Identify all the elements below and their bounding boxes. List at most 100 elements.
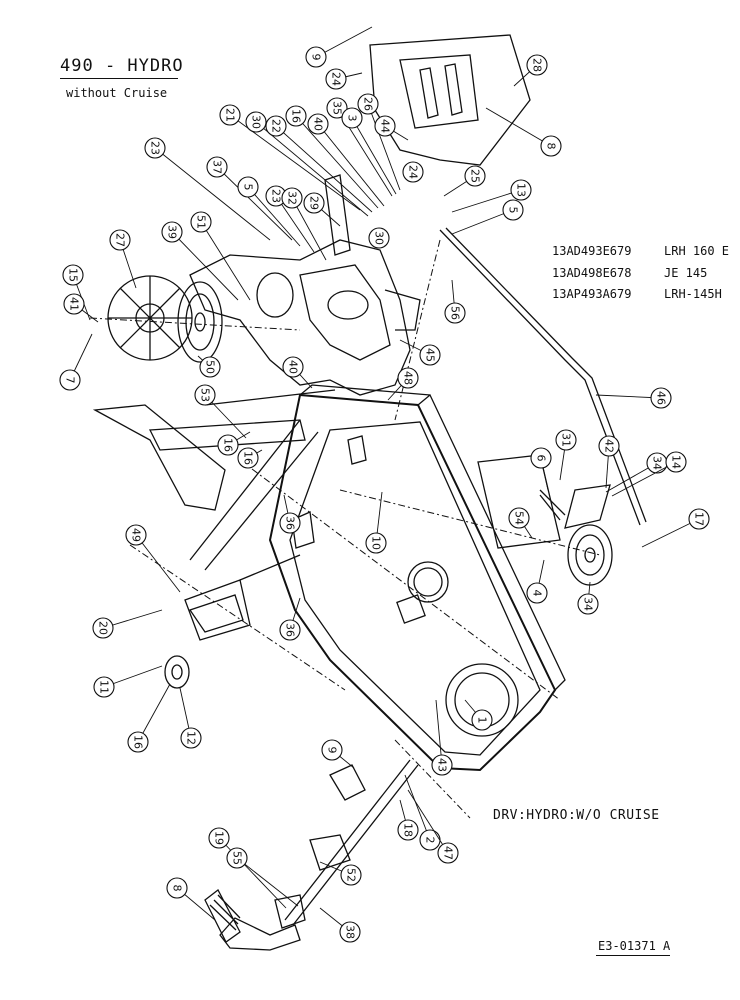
callout-number: 37: [211, 160, 224, 174]
part-callout-17: 17: [641, 508, 710, 548]
drive-pulley: [177, 281, 223, 363]
callout-number: 3: [346, 115, 359, 122]
callout-number: 27: [114, 233, 127, 247]
part-callout-24: 24: [325, 68, 363, 90]
callout-bubble: [199, 356, 221, 378]
part-callout-12: 12: [179, 687, 202, 749]
callout-number: 52: [345, 868, 358, 882]
drawing-number-underline: [596, 955, 670, 956]
callout-number: 25: [469, 169, 482, 183]
callout-number: 24: [407, 165, 420, 179]
callout-number: 31: [560, 433, 573, 447]
part-callout-42: 42: [598, 435, 620, 489]
callout-number: 24: [330, 72, 343, 86]
hydro-transmission: [189, 174, 421, 396]
callout-bubble: [688, 508, 710, 530]
front-frame-rail: [92, 389, 336, 571]
part-callout-3: 3: [341, 107, 397, 195]
callout-number: 16: [242, 451, 255, 465]
part-callout-46: 46: [595, 387, 672, 409]
callout-leader-line: [641, 518, 700, 548]
callout-bubble: [190, 211, 212, 233]
part-callout-11: 11: [93, 665, 163, 698]
callout-number: 6: [535, 455, 548, 462]
drawing-number: E3-01371 A: [598, 939, 671, 953]
callout-bubble: [339, 921, 361, 943]
callout-leader-line: [200, 221, 251, 301]
part-callout-8: 8: [485, 107, 562, 157]
callout-number: 2: [424, 837, 437, 844]
part-callout-27: 27: [109, 229, 137, 289]
callout-bubble: [665, 451, 687, 473]
diagram-title: 490 - HYDRO: [60, 56, 184, 76]
callout-leader-line: [451, 209, 514, 235]
part-callout-2: 2: [404, 774, 441, 851]
diagram-caption: DRV:HYDRO:W/O CRUISE: [493, 808, 660, 823]
callout-leader-line: [137, 683, 171, 743]
part-callout-24: 24: [402, 161, 424, 183]
callout-bubble: [194, 384, 216, 406]
callout-bubble: [237, 176, 259, 198]
callout-bubble: [307, 113, 329, 135]
part-callout-13: 13: [451, 179, 532, 213]
callout-bubble: [237, 447, 259, 469]
callout-bubble: [279, 619, 301, 641]
callout-bubble: [59, 369, 81, 391]
callout-bubble: [321, 739, 343, 761]
callout-bubble: [127, 731, 149, 753]
callout-number: 22: [270, 119, 283, 133]
part-callout-20: 20: [92, 609, 163, 639]
callout-number: 47: [442, 846, 455, 860]
callout-bubble: [365, 532, 387, 554]
part-callout-5: 5: [451, 199, 524, 235]
callout-number: 9: [326, 747, 339, 754]
callout-number: 50: [204, 360, 217, 374]
part-callout-38: 38: [319, 907, 361, 943]
callout-number: 32: [286, 191, 299, 205]
callout-leader-line: [275, 125, 373, 213]
part-callout-49: 49: [125, 524, 181, 593]
cooling-fan: [107, 275, 193, 361]
part-callout-48: 48: [387, 367, 419, 401]
callout-number: 51: [195, 215, 208, 229]
callout-number: 34: [582, 597, 595, 611]
callout-bubble: [419, 344, 441, 366]
part-callout-26: 26: [357, 93, 401, 191]
callout-number: 48: [402, 371, 415, 385]
callout-number: 19: [213, 831, 226, 845]
callout-leader-line: [154, 147, 271, 241]
callout-bubble: [340, 864, 362, 886]
callout-number: 7: [64, 377, 77, 384]
callout-number: 43: [436, 758, 449, 772]
callout-number: 30: [373, 231, 386, 245]
callout-bubble: [437, 842, 459, 864]
part-callout-25: 25: [443, 165, 486, 197]
part-callout-40: 40: [307, 113, 385, 207]
callout-leader-line: [135, 534, 181, 593]
part-callout-54: 54: [508, 507, 533, 539]
callout-bubble: [281, 187, 303, 209]
part-callout-36: 36: [279, 597, 301, 641]
callout-number: 12: [185, 731, 198, 745]
part-callout-14: 14: [611, 451, 687, 497]
callout-leader-line: [317, 123, 385, 207]
callout-number: 10: [370, 536, 383, 550]
part-callout-32: 32: [281, 187, 327, 261]
callout-bubble: [217, 434, 239, 456]
callout-bubble: [282, 356, 304, 378]
callout-number: 45: [424, 348, 437, 362]
callout-leader-line: [611, 461, 677, 497]
model-name: JE 145: [664, 266, 708, 280]
callout-leader-line: [451, 189, 522, 213]
callout-number: 20: [97, 621, 110, 635]
callout-number: 56: [449, 306, 462, 320]
callout-bubble: [325, 68, 347, 90]
callout-number: 4: [531, 590, 544, 597]
part-callout-47: 47: [407, 789, 459, 864]
part-callout-44: 44: [374, 115, 409, 141]
callout-number: 21: [224, 108, 237, 122]
